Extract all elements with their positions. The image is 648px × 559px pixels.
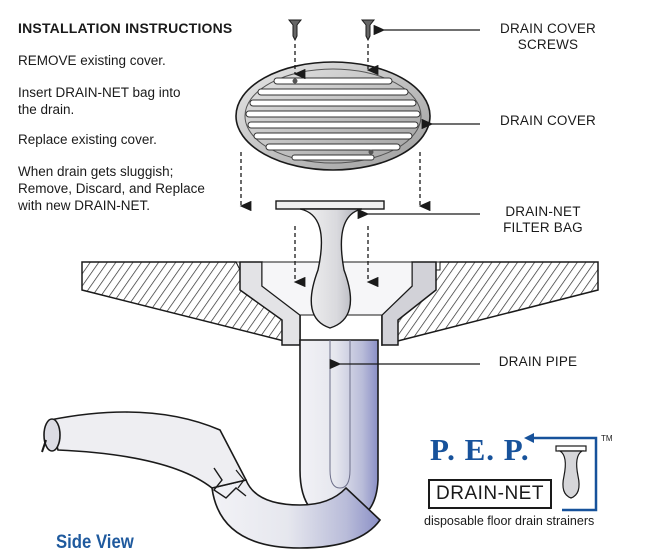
label-bag-line2: FILTER BAG xyxy=(503,220,583,235)
label-cover-text: DRAIN COVER xyxy=(500,113,596,128)
instruction-step-1: REMOVE existing cover. xyxy=(18,53,166,68)
logo-product: DRAIN-NET xyxy=(428,479,552,509)
filter-bag xyxy=(275,200,385,329)
label-pointers xyxy=(329,24,480,370)
pep-logo: P. E. P. TM DRAIN-NET disposable floor d… xyxy=(418,432,618,542)
label-screws-line1: DRAIN COVER xyxy=(500,21,596,36)
label-drain-cover-screws: DRAIN COVER SCREWS xyxy=(488,21,608,53)
instruction-step-3: Replace existing cover. xyxy=(18,132,157,147)
drain-pipe-shape xyxy=(41,339,382,549)
logo-brand: P. E. P. xyxy=(430,432,530,467)
logo-frame-icon xyxy=(524,433,598,512)
label-drain-cover: DRAIN COVER xyxy=(488,113,608,129)
side-view-caption: Side View xyxy=(56,532,134,553)
label-pipe-text: DRAIN PIPE xyxy=(498,354,578,369)
label-bag-line1: DRAIN-NET xyxy=(505,204,581,219)
logo-tagline: disposable floor drain strainers xyxy=(424,514,595,528)
label-screws-line2: SCREWS xyxy=(517,37,579,52)
instruction-step-4: When drain gets sluggish; Remove, Discar… xyxy=(18,164,205,213)
instructions-title: INSTALLATION INSTRUCTIONS xyxy=(18,20,233,36)
screws xyxy=(287,19,376,42)
label-filter-bag: DRAIN-NET FILTER BAG xyxy=(488,204,598,236)
drain-cover-shape xyxy=(235,61,431,171)
label-drain-pipe: DRAIN PIPE xyxy=(488,354,588,370)
logo-trademark: TM xyxy=(601,434,613,443)
instruction-step-2: Insert DRAIN-NET bag into the drain. xyxy=(18,85,181,117)
guide-arrows xyxy=(239,44,431,288)
